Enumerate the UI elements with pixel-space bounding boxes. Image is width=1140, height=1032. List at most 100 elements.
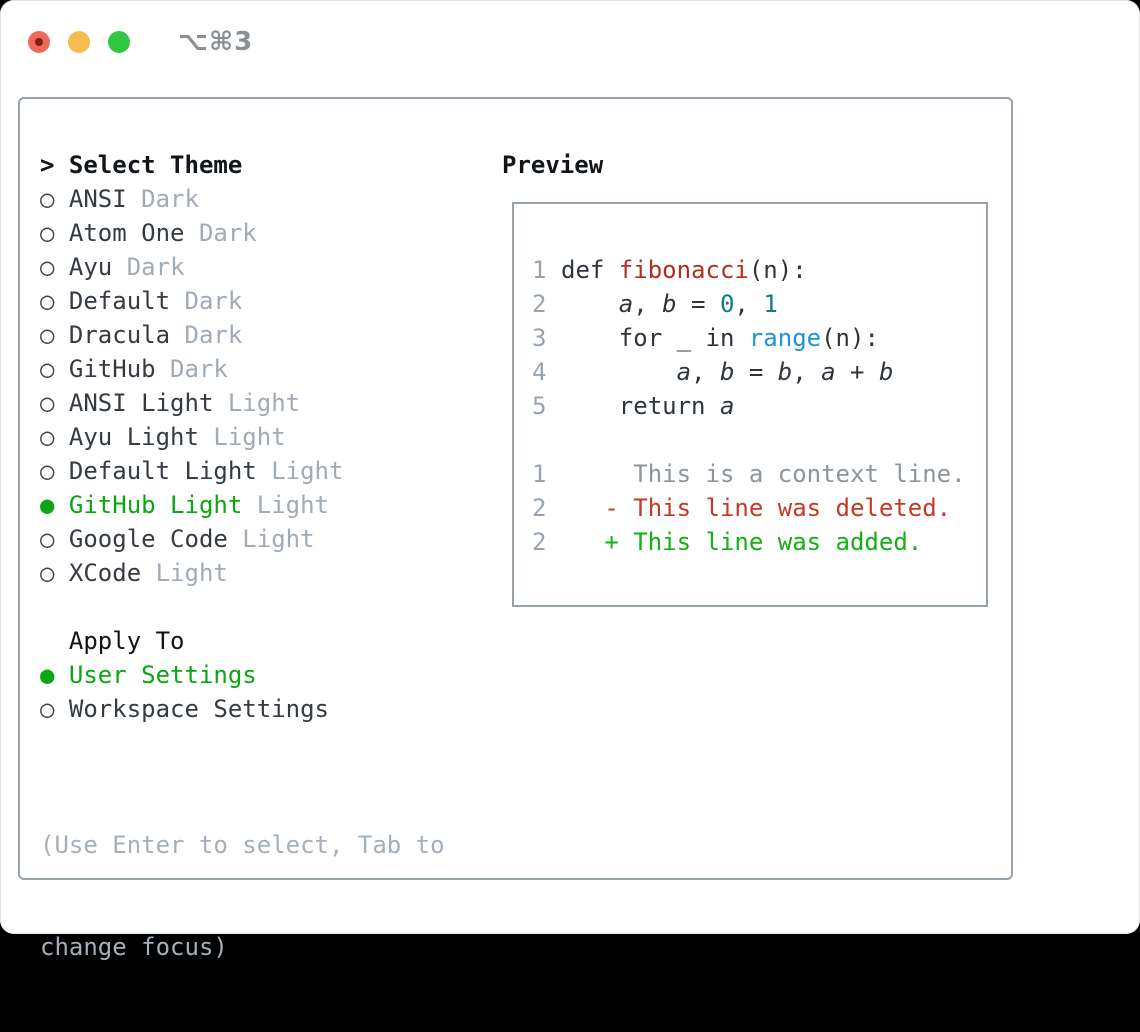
code-token: b: [719, 358, 735, 386]
code-token: def: [561, 256, 619, 284]
code-token: a: [676, 358, 692, 386]
code-token: +: [835, 358, 879, 386]
diff-context-line: 1 This is a context line.: [532, 457, 966, 491]
theme-variant-tag: Light: [141, 559, 228, 587]
code-token: ,: [734, 290, 764, 318]
diff-added-line: 2 + This line was added.: [532, 525, 966, 559]
apply-option-label: Workspace Settings: [68, 695, 329, 723]
code-token: ,: [792, 358, 822, 386]
maximize-button[interactable]: [108, 31, 130, 53]
line-number: 2: [532, 528, 547, 556]
code-line: 4 a, b = b, a + b: [532, 355, 966, 389]
code-token: b: [662, 290, 677, 318]
radio-icon: ○: [40, 321, 69, 349]
code-line: 3 for _ in range(n):: [532, 321, 966, 355]
apply-to-header: Apply To: [40, 627, 185, 655]
close-button[interactable]: [28, 31, 50, 53]
code-line: 1 def fibonacci(n):: [532, 253, 966, 287]
code-token: [561, 358, 677, 386]
theme-variant-tag: Light: [227, 525, 315, 553]
theme-option-ayu[interactable]: ○ Ayu Dark: [40, 250, 343, 284]
hint-line-2: change focus): [40, 933, 228, 961]
theme-name: GitHub: [68, 355, 156, 383]
theme-option-atom-one[interactable]: ○ Atom One Dark: [40, 216, 343, 250]
theme-variant-tag: Dark: [170, 321, 243, 349]
theme-option-ansi[interactable]: ○ ANSI Dark: [40, 182, 343, 216]
line-number: 1: [532, 460, 547, 488]
theme-option-default[interactable]: ○ Default Dark: [40, 284, 343, 318]
theme-option-ansi-light[interactable]: ○ ANSI Light Light: [40, 386, 343, 420]
theme-variant-tag: Light: [256, 457, 344, 485]
theme-picker-panel: > Select Theme○ ANSI Dark○ Atom One Dark…: [18, 97, 1013, 961]
code-token: ,: [691, 358, 720, 386]
theme-name: Ayu: [68, 253, 113, 281]
radio-icon: ○: [40, 559, 69, 587]
code-line: 5 return a: [532, 389, 966, 423]
theme-option-xcode[interactable]: ○ XCode Light: [40, 556, 343, 590]
code-line: 2 a, b = 0, 1: [532, 287, 966, 321]
selected-radio-icon: ●: [40, 661, 69, 689]
hint-line-1: (Use Enter to select, Tab to: [40, 831, 445, 859]
theme-list-header: > Select Theme: [40, 148, 343, 182]
theme-name: Dracula: [68, 321, 171, 349]
keyboard-hint: (Use Enter to select, Tab to change focu…: [40, 760, 445, 1032]
theme-option-google-code[interactable]: ○ Google Code Light: [40, 522, 343, 556]
theme-variant-tag: Dark: [184, 219, 257, 247]
line-number: 5: [532, 392, 547, 420]
radio-icon: ○: [40, 525, 69, 553]
code-token: (n):: [748, 256, 807, 284]
code-token: a: [821, 358, 836, 386]
code-token: This is a context line.: [561, 460, 966, 488]
radio-icon: ○: [40, 185, 69, 213]
code-token: =: [676, 290, 720, 318]
radio-icon: ○: [40, 423, 69, 451]
code-token: return: [561, 392, 720, 420]
theme-name: Google Code: [68, 525, 228, 553]
code-token: for _ in: [561, 324, 749, 352]
code-token: =: [734, 358, 778, 386]
theme-name: Atom One: [68, 219, 185, 247]
radio-icon: ○: [40, 389, 69, 417]
theme-list: > Select Theme○ ANSI Dark○ Atom One Dark…: [40, 148, 343, 590]
apply-option-label: User Settings: [68, 661, 257, 689]
apply-option-workspace-settings[interactable]: ○ Workspace Settings: [40, 692, 329, 726]
code-token: + This line was added.: [561, 528, 923, 556]
theme-option-default-light[interactable]: ○ Default Light Light: [40, 454, 343, 488]
code-token: b: [777, 358, 793, 386]
line-number: 2: [532, 290, 547, 318]
diff-deleted-line: 2 - This line was deleted.: [532, 491, 966, 525]
theme-name: Ayu Light: [68, 423, 199, 451]
app-window: ⌥⌘3 > Select Theme○ ANSI Dark○ Atom One …: [0, 0, 1140, 961]
theme-variant-tag: Dark: [170, 287, 243, 315]
code-token: - This line was deleted.: [561, 494, 952, 522]
line-number: 1: [532, 256, 547, 284]
code-token: ,: [633, 290, 663, 318]
radio-icon: ○: [40, 695, 69, 723]
minimize-button[interactable]: [68, 31, 90, 53]
theme-list-title: Select Theme: [68, 151, 243, 179]
apply-option-user-settings[interactable]: ● User Settings: [40, 658, 329, 692]
theme-variant-tag: Dark: [126, 185, 199, 213]
selected-radio-icon: ●: [40, 491, 69, 519]
theme-option-github-light[interactable]: ● GitHub Light Light: [40, 488, 343, 522]
theme-variant-tag: Light: [213, 389, 301, 417]
cursor-icon: >: [40, 151, 69, 179]
titlebar: ⌥⌘3: [28, 27, 253, 57]
preview-header: Preview: [502, 151, 604, 179]
code-token: [561, 290, 619, 318]
close-dot-icon: [35, 38, 43, 46]
theme-option-ayu-light[interactable]: ○ Ayu Light Light: [40, 420, 343, 454]
radio-icon: ○: [40, 355, 69, 383]
theme-variant-tag: Dark: [155, 355, 228, 383]
code-token: fibonacci: [618, 256, 749, 284]
theme-option-dracula[interactable]: ○ Dracula Dark: [40, 318, 343, 352]
theme-name: Default Light: [68, 457, 257, 485]
radio-icon: ○: [40, 287, 69, 315]
theme-name: ANSI: [68, 185, 127, 213]
line-number: 3: [532, 324, 547, 352]
theme-name: Default: [68, 287, 171, 315]
theme-variant-tag: Light: [242, 491, 329, 519]
theme-option-github[interactable]: ○ GitHub Dark: [40, 352, 343, 386]
